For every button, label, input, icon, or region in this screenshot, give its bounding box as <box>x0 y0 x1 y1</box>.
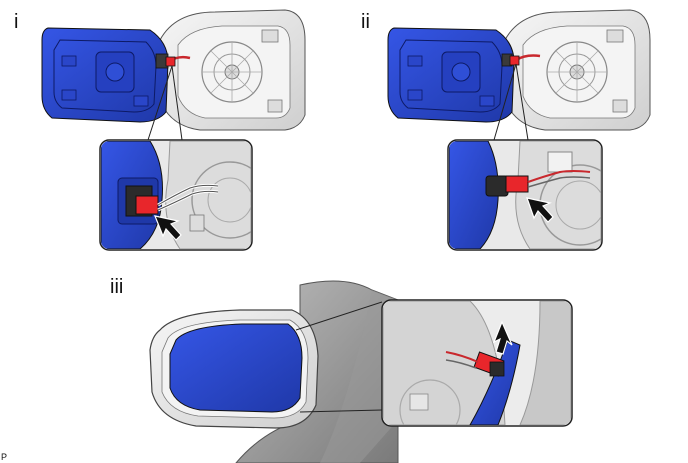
step-i-mirror-assembly <box>41 9 306 141</box>
arrow-icon <box>526 197 554 223</box>
step-ii-mirror-assembly <box>387 9 651 141</box>
step-label-ii: ii <box>361 11 370 33</box>
figure-code: P <box>1 452 8 462</box>
step-iii-mirror-assembly <box>149 280 399 463</box>
step-ii-detail-inset <box>447 139 603 251</box>
step-i-detail-inset <box>99 139 253 251</box>
arrow-icon <box>154 215 182 241</box>
arrow-icon <box>492 320 513 355</box>
step-label-i: i <box>14 11 19 33</box>
step-label-iii: iii <box>110 276 124 298</box>
step-iii-detail-inset <box>381 299 573 427</box>
